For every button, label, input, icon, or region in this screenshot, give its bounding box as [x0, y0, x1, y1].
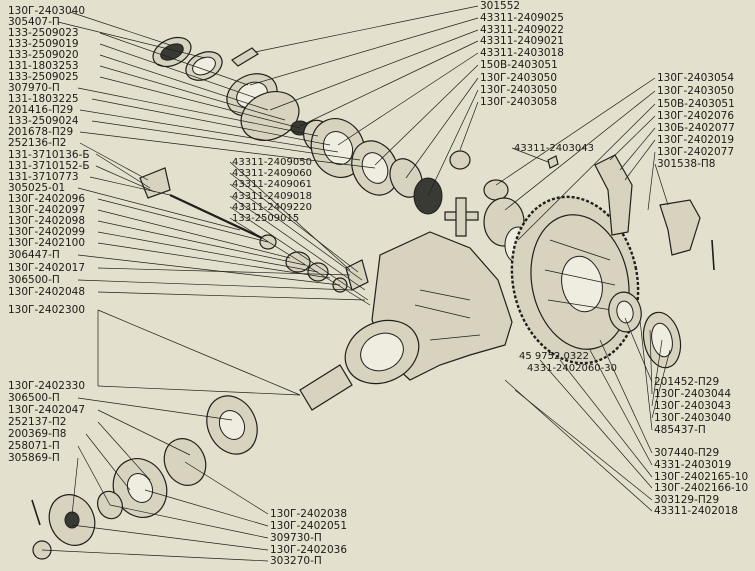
label-l13: 252136-П2 — [8, 137, 66, 149]
label-b01: 201452-П29 — [654, 376, 719, 388]
label-f04: 130Г-2402076 — [657, 110, 734, 122]
label-m01: 43311-2409050 — [232, 157, 312, 168]
label-f01: 130Г-2403054 — [657, 72, 734, 84]
part-number-labels: 130Г-2403040 305407-П 133-2509023 133-25… — [8, 0, 748, 567]
label-l14: 131-3710136-Б — [8, 149, 90, 161]
label-f08: 301538-П8 — [657, 158, 715, 170]
label-b10: 303129-П29 — [654, 494, 719, 506]
label-l09: 131-1803225 — [8, 93, 79, 105]
label-b02: 130Г-2403044 — [654, 388, 731, 400]
label-l08: 307970-П — [8, 82, 60, 94]
axle-housing — [344, 231, 513, 385]
label-l15: 131-3710152-Б — [8, 160, 90, 172]
label-b04: 130Г-2403040 — [654, 412, 731, 424]
label-l18: 130Г-2402096 — [8, 193, 85, 205]
label-l12: 201678-П29 — [8, 126, 73, 138]
differential-gears — [413, 150, 559, 268]
label-l11: 133-2509024 — [8, 115, 79, 127]
label-l30: 130Г-2402047 — [8, 404, 85, 416]
label-l04: 133-2509019 — [8, 38, 79, 50]
label-c02: 4331-2402060-30 — [527, 363, 617, 374]
label-l05: 133-2509020 — [8, 49, 79, 61]
label-l31: 252137-П2 — [8, 416, 66, 428]
label-l34: 305869-П — [8, 452, 60, 464]
label-b08: 130Г-2402165-10 — [654, 471, 748, 483]
label-f07: 130Г-2402077 — [657, 146, 734, 158]
label-r05: 43311-2403018 — [480, 47, 564, 59]
ring-gear — [510, 195, 640, 365]
label-b05: 485437-П — [654, 424, 706, 436]
label-r04: 43311-2409021 — [480, 35, 564, 47]
label-b09: 130Г-2402166-10 — [654, 482, 748, 494]
label-d01: 130Г-2402038 — [270, 508, 347, 520]
label-l16: 131-3710773 — [8, 171, 79, 183]
label-b07: 4331-2403019 — [654, 459, 731, 471]
label-l19: 130Г-2402097 — [8, 204, 85, 216]
label-l17: 305025-01 — [8, 182, 65, 194]
label-l07: 133-2509025 — [8, 71, 79, 83]
label-b03: 130Г-2403043 — [654, 400, 731, 412]
label-d02: 130Г-2402051 — [270, 520, 347, 532]
label-l33: 258071-П — [8, 440, 60, 452]
label-l23: 306447-П — [8, 249, 60, 261]
label-l25: 306500-П — [8, 274, 60, 286]
label-r09: 130Г-2403058 — [480, 96, 557, 108]
label-b11: 43311-2402018 — [654, 505, 738, 517]
label-c01: 45 9752 0322 — [519, 351, 589, 362]
label-r07: 130Г-2403050 — [480, 72, 557, 84]
label-r02: 43311-2409025 — [480, 12, 564, 24]
label-m05: 43311-2409220 — [232, 202, 312, 213]
label-d04: 130Г-2402036 — [270, 544, 347, 556]
label-l06: 131-1803253 — [8, 60, 79, 72]
label-m03: 43311-2409061 — [232, 179, 312, 190]
parts-illustration — [31, 36, 715, 560]
label-r03: 43311-2409022 — [480, 24, 564, 36]
label-l20: 130Г-2402098 — [8, 215, 85, 227]
label-f03: 150В-2403051 — [657, 98, 735, 110]
label-f05: 130Б-2402077 — [657, 122, 735, 134]
label-l28: 130Г-2402330 — [8, 380, 85, 392]
label-l21: 130Г-2402099 — [8, 226, 85, 238]
label-f06: 130Г-2402019 — [657, 134, 734, 146]
label-m06: 133-2509015 — [232, 213, 299, 224]
label-m04: 43311-2409018 — [232, 191, 312, 202]
label-l27: 130Г-2402300 — [8, 304, 85, 316]
label-l24: 130Г-2402017 — [8, 262, 85, 274]
bearing-caps — [594, 154, 715, 271]
label-l03: 133-2509023 — [8, 27, 79, 39]
label-l22: 130Г-2402100 — [8, 237, 85, 249]
label-r01: 301552 — [480, 0, 520, 12]
upper-bearing-stack — [152, 36, 423, 198]
label-l01: 130Г-2403040 — [8, 5, 85, 17]
label-d05: 303270-П — [270, 555, 322, 567]
label-b06: 307440-П29 — [654, 447, 719, 459]
label-l02: 305407-П — [8, 16, 60, 28]
label-m02: 43311-2409060 — [232, 168, 312, 179]
label-m07: 43311-2403043 — [514, 143, 594, 154]
label-d03: 309730-П — [270, 532, 322, 544]
label-l29: 306500-П — [8, 392, 60, 404]
leader-lines — [41, 5, 671, 562]
label-l10: 201416-П29 — [8, 104, 73, 116]
label-l32: 200369-П8 — [8, 428, 66, 440]
label-r06: 150В-2403051 — [480, 59, 558, 71]
label-r08: 130Г-2403050 — [480, 84, 557, 96]
label-f02: 130Г-2403050 — [657, 85, 734, 97]
label-l26: 130Г-2402048 — [8, 286, 85, 298]
